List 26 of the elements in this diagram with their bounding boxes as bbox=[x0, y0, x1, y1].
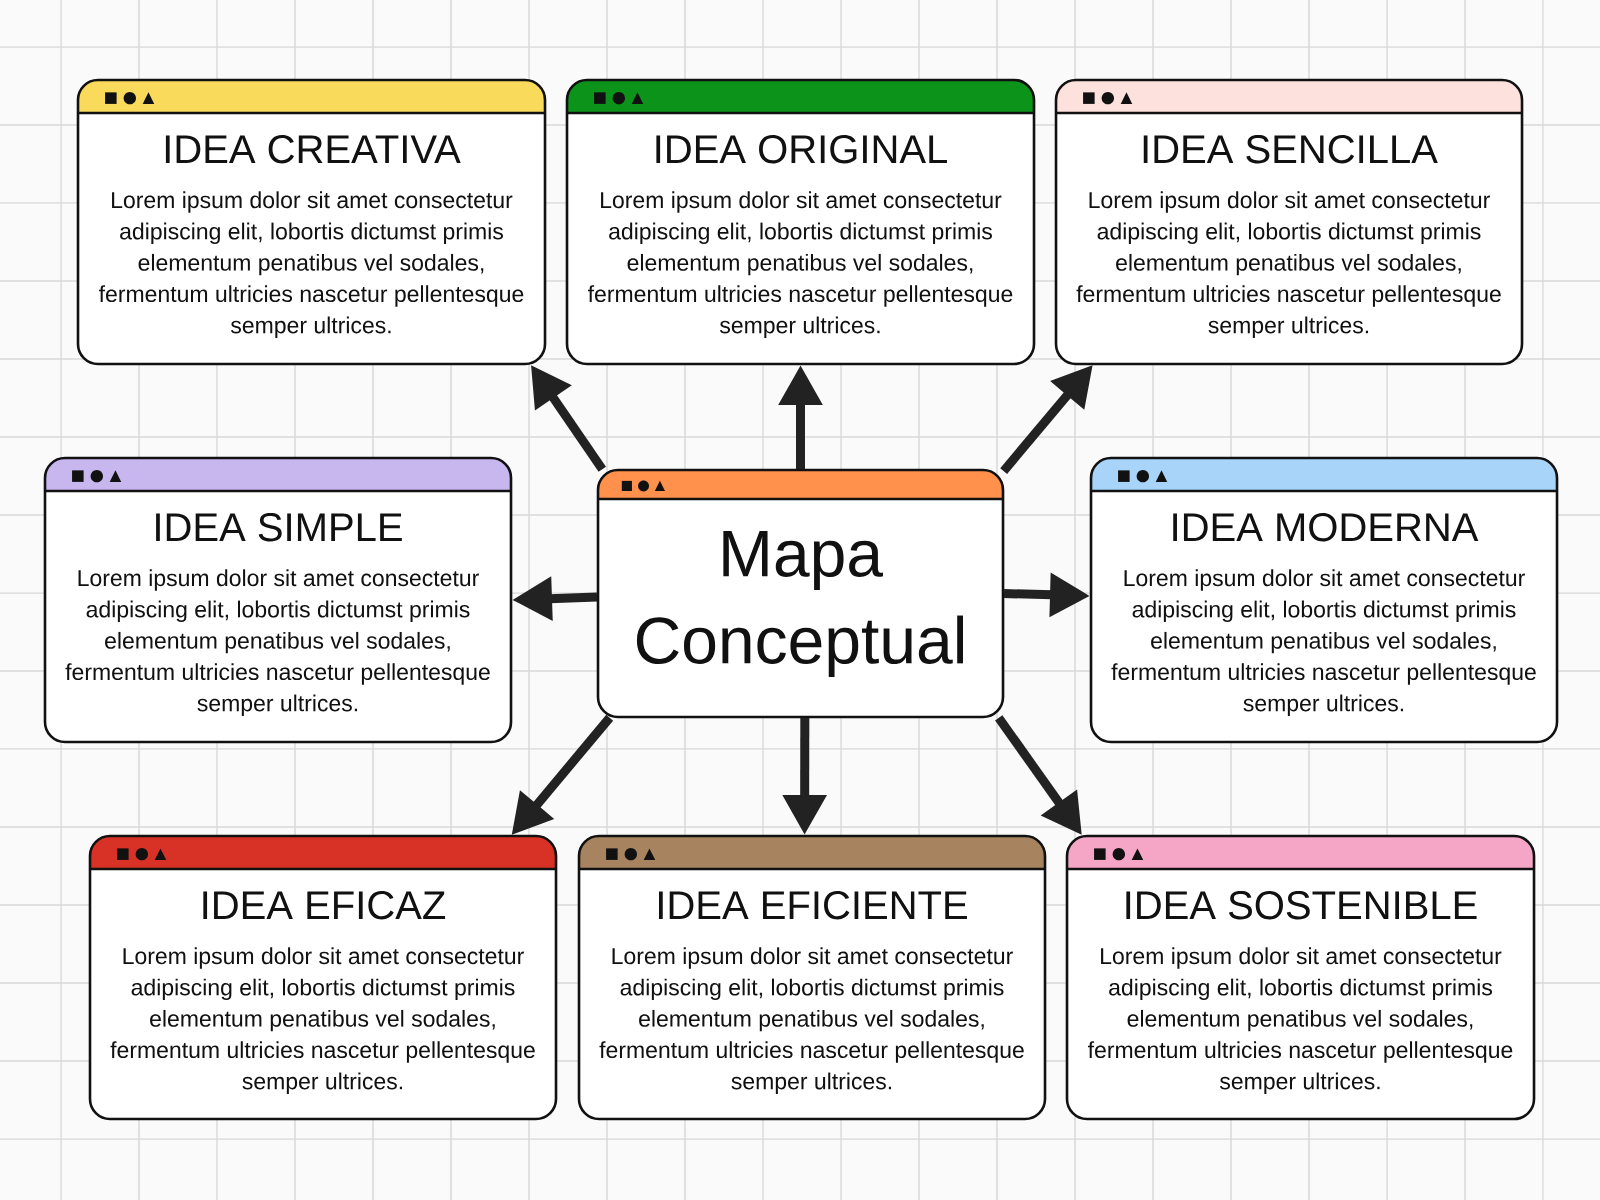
card-heading: IDEA EFICIENTE bbox=[659, 891, 967, 920]
window-card bbox=[43, 456, 513, 744]
card-heading: IDEA SOSTENIBLE bbox=[1126, 891, 1477, 920]
window-card bbox=[1065, 834, 1536, 1121]
window-card bbox=[596, 468, 1005, 719]
window-card bbox=[88, 834, 558, 1121]
window-card bbox=[1054, 78, 1524, 366]
card-text: Lorem ipsum dolor sit amet consectetur adipiscing elit, lobortis dictumst primis elementum penatibus vel sodales, fermentum ultricies nascetur pellentesque semper ultrices. bbox=[1088, 947, 1513, 1094]
card-heading: IDEA SIMPLE bbox=[156, 513, 402, 542]
card-text: Lorem ipsum dolor sit amet consectetur adipiscing elit, lobortis dictumst primis elementum penatibus vel sodales, fermentum ultricies nascetur pellentesque semper ultrices. bbox=[1111, 569, 1536, 716]
window-card bbox=[577, 834, 1047, 1121]
card-heading: IDEA SENCILLA bbox=[1143, 135, 1438, 164]
card-text: Lorem ipsum dolor sit amet consectetur adipiscing elit, lobortis dictumst primis elementum penatibus vel sodales, fermentum ultricies nascetur pellentesque semper ultrices. bbox=[99, 191, 524, 338]
window-card bbox=[1089, 456, 1559, 744]
card-text: Lorem ipsum dolor sit amet consectetur adipiscing elit, lobortis dictumst primis elementum penatibus vel sodales, fermentum ultricies nascetur pellentesque semper ultrices. bbox=[65, 569, 490, 716]
window-card bbox=[565, 78, 1036, 366]
card-text: Lorem ipsum dolor sit amet consectetur adipiscing elit, lobortis dictumst primis elementum penatibus vel sodales, fermentum ultricies nascetur pellentesque semper ultrices. bbox=[588, 191, 1013, 338]
card-heading: IDEA EFICAZ bbox=[203, 891, 446, 920]
card-heading: IDEA MODERNA bbox=[1173, 513, 1479, 542]
card-text: Lorem ipsum dolor sit amet consectetur adipiscing elit, lobortis dictumst primis elementum penatibus vel sodales, fermentum ultricies nascetur pellentesque semper ultrices. bbox=[1076, 191, 1501, 338]
card-heading: IDEA ORIGINAL bbox=[656, 135, 947, 164]
window-card bbox=[76, 78, 547, 366]
card-text: Lorem ipsum dolor sit amet consectetur adipiscing elit, lobortis dictumst primis elementum penatibus vel sodales, fermentum ultricies nascetur pellentesque semper ultrices. bbox=[599, 947, 1024, 1094]
card-title: Mapa Conceptual bbox=[636, 530, 963, 678]
card-heading: IDEA CREATIVA bbox=[165, 135, 461, 164]
card-text: Lorem ipsum dolor sit amet consectetur adipiscing elit, lobortis dictumst primis elementum penatibus vel sodales, fermentum ultricies nascetur pellentesque semper ultrices. bbox=[110, 947, 535, 1094]
